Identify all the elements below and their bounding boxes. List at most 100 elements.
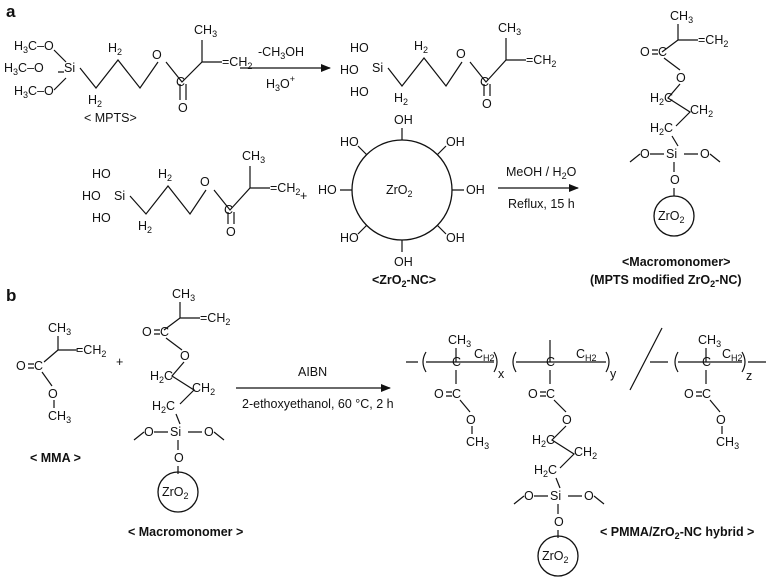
hydroxyl-right: OH	[466, 183, 485, 197]
mpts-molecule: H3C–O H3C–O H3C–O Si H2 H2 O O C CH3 =CH…	[4, 23, 252, 115]
silanol-propyl-chain	[387, 57, 463, 88]
plus-sign-b: +	[116, 355, 123, 369]
mma-ch3: CH3	[48, 321, 71, 337]
hydrolyzed-mpts: HO HO HO Si H2 H2 O O C CH3 =CH2	[340, 21, 556, 111]
hybrid-ester-o-bond-y	[553, 399, 567, 413]
mpts-carbonyl-o: O	[178, 101, 188, 115]
macro-a-o-left: O	[640, 147, 650, 161]
macro-a-vinyl-bonds	[661, 24, 698, 53]
hydroxyl-bottom-right: OH	[446, 231, 465, 245]
macro-b-siloxane-bonds	[133, 431, 225, 450]
hybrid-ester-c-z: C	[702, 387, 711, 401]
macro-a-siloxane-bonds	[629, 153, 721, 172]
reactant-oh-1: HO	[92, 167, 111, 181]
hybrid-zro2-circle	[537, 535, 579, 577]
zro2-nanocrystal-label: ZrO2	[386, 183, 413, 199]
pmma-hybrid-label: < PMMA/ZrO2-NC hybrid >	[600, 525, 754, 541]
mma-ester-bond	[41, 371, 53, 387]
hybrid-h2-3: H2C	[534, 463, 557, 479]
methoxy-mid: H3C–O	[4, 61, 44, 77]
silanol-ch2: =CH2	[526, 53, 556, 69]
macro-b-carbonyl-o: O	[142, 325, 152, 339]
macro-b-ch3: CH3	[172, 287, 195, 303]
hybrid-h2-2: CH2	[574, 445, 597, 461]
macro-a-o-bottom: O	[670, 173, 680, 187]
mpts-carbonyl-bond	[179, 84, 187, 100]
macromonomer-a: CH3 =CH2 O C O H2C CH2 H2C Si O O O ZrO2	[629, 9, 728, 237]
macro-a-zro2-label: ZrO2	[658, 209, 685, 225]
pmma-hybrid: x y z CH3 C CH2 O C O CH3 C CH2 O C O H2…	[406, 327, 766, 577]
plus-sign-a: +	[300, 189, 307, 203]
hybrid-ester-c-x: C	[452, 387, 461, 401]
reactant-h2-1: H2	[158, 167, 172, 183]
hybrid-o-bottom: O	[554, 515, 564, 529]
hydrolyzed-mpts-reactant: HO HO HO Si H2 H2 O O C CH3 =CH2	[82, 149, 300, 239]
silanol-c: C	[480, 75, 489, 89]
methoxy-bottom: H3C–O	[14, 84, 54, 100]
macromonomer-a-sublabel: (MPTS modified ZrO2-NC)	[590, 273, 742, 289]
hybrid-h2-y: CH2	[576, 347, 597, 363]
hybrid-carbonyl-o-x: O	[434, 387, 444, 401]
macro-b-ester-bond	[165, 337, 183, 351]
silanol-h2-1: H2	[414, 39, 428, 55]
hydroxyl-top-right: OH	[446, 135, 465, 149]
hybrid-brackets-left	[422, 351, 610, 373]
macro-a-si: Si	[666, 147, 677, 161]
hybrid-methoxy-z: CH3	[716, 435, 739, 451]
macro-a-propyl-chain	[667, 83, 691, 127]
hybrid-subscript-x: x	[498, 367, 505, 381]
hybrid-carbonyl-bond-y	[540, 391, 546, 397]
macro-a-ester-bond	[663, 57, 681, 71]
macro-a-ch3: CH3	[670, 9, 693, 25]
silanol-oh-3: HO	[350, 85, 369, 99]
mma-ch3-ester: CH3	[48, 409, 71, 425]
macro-a-si-bond	[671, 135, 679, 147]
mma-vinyl-bonds	[43, 336, 78, 363]
hybrid-si: Si	[550, 489, 561, 503]
hybrid-o-left: O	[524, 489, 534, 503]
methoxy-top: H3C–O	[14, 39, 54, 55]
mpts-h2-2: H2	[88, 93, 102, 109]
hybrid-ester-o-z: O	[716, 413, 726, 427]
hydroxyl-left: HO	[318, 183, 337, 197]
silanol-oh-2: HO	[340, 63, 359, 77]
hydroxyl-bottom-left: HO	[340, 231, 359, 245]
silanol-ester-bonds	[469, 59, 526, 83]
reactant-ch2: =CH2	[270, 181, 300, 197]
macro-a-o-right: O	[700, 147, 710, 161]
mpts-ester-bonds	[165, 61, 222, 83]
reactant-h2-2: H2	[138, 219, 152, 235]
hybrid-c-y: C	[546, 355, 555, 369]
hydroxyl-bottom: OH	[394, 255, 413, 269]
hybrid-brackets-right	[674, 351, 766, 373]
hybrid-zro2-label: ZrO2	[542, 549, 569, 565]
hybrid-carbonyl-bond-x	[446, 391, 452, 397]
hybrid-c-x: C	[452, 355, 461, 369]
hybrid-h2-z: CH2	[722, 347, 743, 363]
hybrid-carbonyl-bond-z	[696, 391, 702, 397]
hybrid-si-bond	[555, 477, 561, 489]
macro-a-h2-3: H2C	[650, 121, 673, 137]
hybrid-ester-o-x: O	[466, 413, 476, 427]
hydroxyl-top-left: HO	[340, 135, 359, 149]
mpts-ch3: CH3	[194, 23, 217, 39]
macro-b-vinyl-bonds	[163, 302, 200, 331]
hybrid-carbonyl-o-y: O	[528, 387, 538, 401]
hybrid-propyl-chain	[551, 425, 575, 469]
macro-b-o-bottom: O	[174, 451, 184, 465]
zro2-nanocrystal: ZrO2 OH OH HO OH HO OH HO OH	[318, 113, 485, 269]
hybrid-h2-1: H2C	[532, 433, 555, 449]
macro-b-c: C	[160, 325, 169, 339]
macro-b-zro2-circle	[157, 471, 199, 513]
mpts-ch2: =CH2	[222, 55, 252, 71]
silanol-ester-o: O	[456, 47, 466, 61]
hybrid-o-right: O	[584, 489, 594, 503]
macro-a-carbonyl-o: O	[640, 45, 650, 59]
reactant-carbonyl-o: O	[226, 225, 236, 239]
reactant-ch3: CH3	[242, 149, 265, 165]
mma-ester-o: O	[48, 387, 58, 401]
macro-a-ch2: =CH2	[698, 33, 728, 49]
macro-b-o-left: O	[144, 425, 154, 439]
macro-b-zro2-label: ZrO2	[162, 485, 189, 501]
